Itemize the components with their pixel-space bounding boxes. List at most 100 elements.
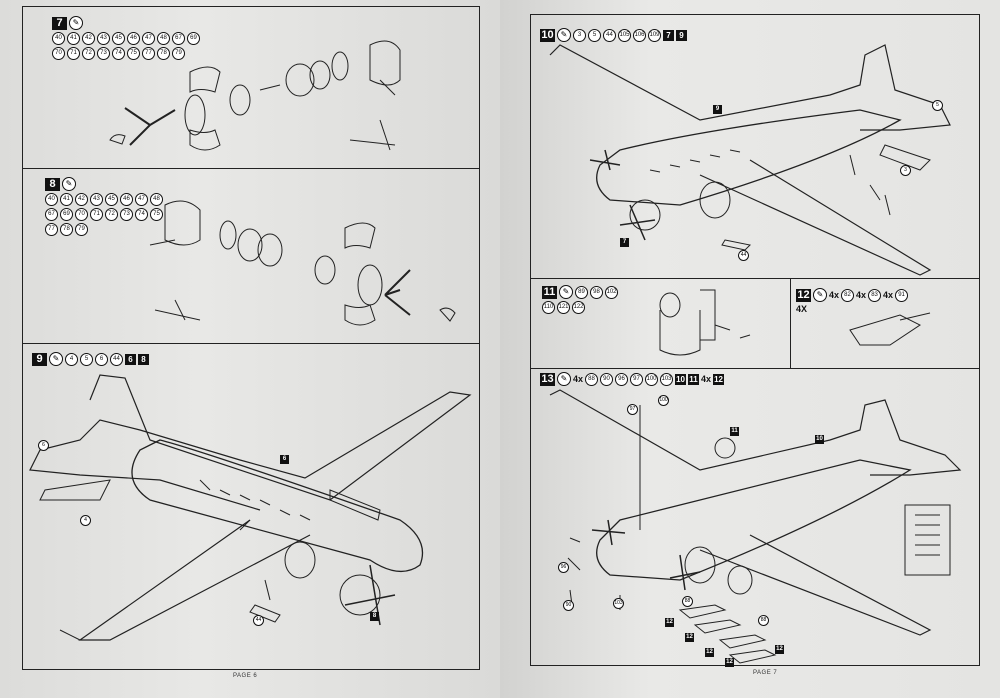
part-number: 47 <box>142 32 155 45</box>
part-number: 48 <box>150 193 163 206</box>
part-number: 70 <box>75 208 88 221</box>
step-ref: 10 <box>675 373 687 385</box>
part-number: 83 <box>868 288 882 302</box>
diagram-ref-label: 6 <box>280 455 289 464</box>
part-number: 78 <box>60 223 73 236</box>
step-10-header: 10 ✎ 3 5 44 105 106 109 7 9 <box>540 28 687 42</box>
part-number: 73 <box>120 208 133 221</box>
part-number: 106 <box>633 28 646 42</box>
part-number: 121 <box>557 301 570 314</box>
diagram-ref-label: 96 <box>558 562 569 573</box>
page-label: PAGE 7 <box>753 670 778 676</box>
left-page-drawings <box>29 40 472 641</box>
step-7-number: 7 <box>52 16 67 30</box>
diagram-ref-label: 90 <box>563 600 574 611</box>
step-11-number: 11 <box>542 285 557 299</box>
diagram-ref-label: 100 <box>658 395 669 406</box>
diagram-ref-label: 11 <box>730 427 739 436</box>
diagram-ref-label: 7 <box>620 238 629 247</box>
step-13-number: 13 <box>540 372 555 386</box>
diagram-ref-label: 88 <box>682 596 693 607</box>
quantity: 4x <box>573 374 584 384</box>
diagram-ref-label: 4 <box>80 515 91 526</box>
part-number: 122 <box>572 301 585 314</box>
part-number: 41 <box>67 32 80 45</box>
part-number: 4 <box>65 352 78 366</box>
glue-icon: ✎ <box>69 16 83 30</box>
part-number: 6 <box>95 352 108 366</box>
step-ref: 7 <box>663 29 674 41</box>
right-page-frame <box>530 14 980 666</box>
diagram-ref-label: 12 <box>775 645 784 654</box>
part-number: 46 <box>127 32 140 45</box>
part-number: 77 <box>142 47 155 60</box>
quantity: 4x <box>829 290 840 300</box>
step-ref: 8 <box>138 353 149 365</box>
quantity: 4x <box>856 290 867 300</box>
part-number: 72 <box>82 47 95 60</box>
diagram-ref-label: 6 <box>38 440 49 451</box>
diagram-ref-label: 103 <box>613 598 624 609</box>
step-11-header: 11 ✎ 89 98 102 110 121 122 <box>542 285 632 314</box>
step-13-header: 13 ✎ 4x 88 90 96 97 100 103 10 11 4x 12 <box>540 372 725 386</box>
part-number: 48 <box>157 32 170 45</box>
diagram-ref-label: 12 <box>725 658 734 667</box>
part-number: 40 <box>52 32 65 45</box>
step-ref: 6 <box>125 353 136 365</box>
part-number: 43 <box>90 193 103 206</box>
part-number: 41 <box>60 193 73 206</box>
step-8-number: 8 <box>45 177 60 191</box>
step-7-panel <box>22 6 480 169</box>
right-page-drawings <box>549 44 962 664</box>
diagram-ref-label: 9 <box>713 105 722 114</box>
part-number: 73 <box>97 47 110 60</box>
part-number: 74 <box>135 208 148 221</box>
part-number: 79 <box>172 47 185 60</box>
step-9-header: 9 ✎ 4 5 6 44 6 8 <box>32 352 149 366</box>
diagram-ref-label: 97 <box>627 404 638 415</box>
diagram-ref-label: 44 <box>253 615 264 626</box>
step-10-panel <box>530 14 980 279</box>
part-number: 71 <box>90 208 103 221</box>
part-number: 74 <box>112 47 125 60</box>
step-ref: 9 <box>676 29 687 41</box>
part-number: 90 <box>600 372 614 386</box>
glue-icon: ✎ <box>813 288 827 302</box>
part-number: 75 <box>127 47 140 60</box>
step-10-number: 10 <box>540 28 555 42</box>
glue-icon: ✎ <box>62 177 76 191</box>
part-number: 75 <box>150 208 163 221</box>
part-number: 69 <box>60 208 73 221</box>
diagram-ref-label: 12 <box>705 648 714 657</box>
quantity: 4X <box>796 304 808 314</box>
part-number: 79 <box>75 223 88 236</box>
part-number: 91 <box>895 288 909 302</box>
part-number: 47 <box>135 193 148 206</box>
part-number: 77 <box>45 223 58 236</box>
step-8-panel <box>22 169 480 344</box>
part-number: 100 <box>645 372 659 386</box>
right-page: 10 ✎ 3 5 44 105 106 109 7 9 11 ✎ 89 98 1… <box>500 0 1000 698</box>
part-number: 40 <box>45 193 58 206</box>
diagram-ref-label: 12 <box>665 618 674 627</box>
part-number: 42 <box>75 193 88 206</box>
part-number: 43 <box>97 32 110 45</box>
part-number: 45 <box>112 32 125 45</box>
part-number: 98 <box>590 285 603 299</box>
left-page-frame <box>22 6 480 670</box>
quantity: 4x <box>883 290 894 300</box>
quantity: 4x <box>701 374 712 384</box>
part-number: 78 <box>157 47 170 60</box>
step-12-number: 12 <box>796 288 811 302</box>
part-number: 103 <box>660 372 674 386</box>
diagram-ref-label: 5 <box>932 100 943 111</box>
diagram-ref-label: 88 <box>758 615 769 626</box>
part-number: 97 <box>630 372 644 386</box>
part-number: 70 <box>52 47 65 60</box>
part-number: 44 <box>110 352 123 366</box>
part-number: 72 <box>105 208 118 221</box>
part-number: 69 <box>187 32 200 45</box>
